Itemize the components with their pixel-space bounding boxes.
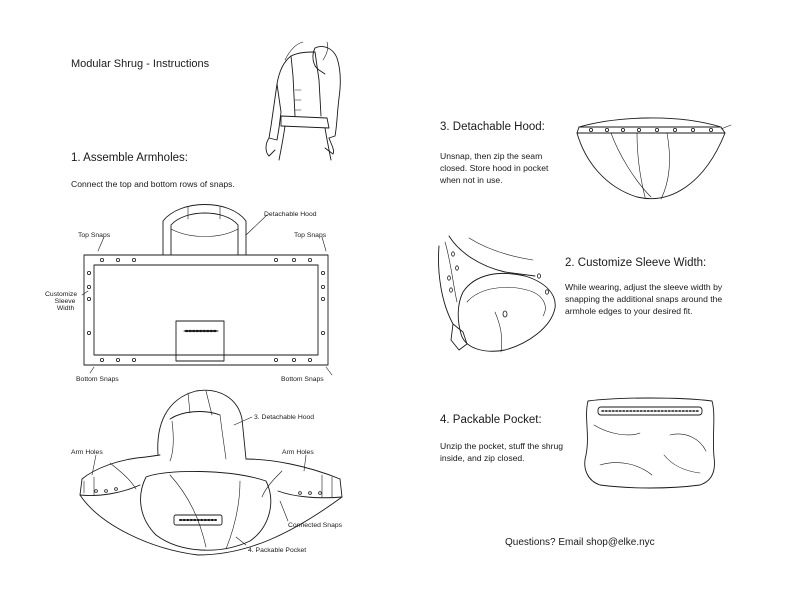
- step-2-heading: 2. Customize Sleeve Width:: [565, 257, 707, 269]
- label-customize-line-2: Sleeve: [54, 298, 76, 305]
- sleeve-width-illustration: [438, 235, 556, 353]
- label-customize-line-3: Width: [56, 305, 75, 312]
- label-arm-holes-left: Arm Holes: [71, 449, 103, 456]
- step-4-text: Unzip the pocket, stuff the shrug inside…: [440, 441, 564, 463]
- label-connected-snaps: Connected Snaps: [288, 522, 343, 529]
- label-detachable-hood: Detachable Hood: [264, 211, 317, 218]
- step-3-text: Unsnap, then zip the seam closed. Store …: [440, 151, 549, 185]
- wearer-illustration: [265, 41, 341, 161]
- label-bottom-snaps-right: Bottom Snaps: [281, 376, 324, 383]
- step-1-text: Connect the top and bottom rows of snaps…: [71, 179, 235, 189]
- label-top-snaps-right: Top Snaps: [294, 232, 327, 239]
- label-customize-sleeve-width: Customize Sleeve Width: [45, 291, 77, 312]
- label-packable-pocket: 4. Packable Pocket: [248, 547, 307, 554]
- step-2-text: While wearing, adjust the sleeve width b…: [565, 282, 723, 316]
- label-customize-line-1: Customize: [45, 291, 78, 298]
- step-3-heading: 3. Detachable Hood:: [440, 121, 545, 133]
- packed-pocket-illustration: [584, 397, 715, 489]
- detachable-hood-illustration: [576, 117, 732, 200]
- document-title: Modular Shrug - Instructions: [71, 58, 210, 70]
- label-bottom-snaps-left: Bottom Snaps: [76, 376, 119, 383]
- contact-line: Questions? Email shop@elke.nyc: [505, 537, 655, 548]
- label-assembled-hood: 3. Detachable Hood: [254, 414, 315, 421]
- assembled-shrug-diagram: [79, 389, 343, 556]
- label-arm-holes-right: Arm Holes: [282, 449, 314, 456]
- step-1-heading: 1. Assemble Armholes:: [71, 152, 188, 164]
- label-top-snaps-left: Top Snaps: [78, 232, 111, 239]
- step-4-heading: 4. Packable Pocket:: [440, 414, 542, 426]
- flat-lay-diagram: [81, 204, 333, 376]
